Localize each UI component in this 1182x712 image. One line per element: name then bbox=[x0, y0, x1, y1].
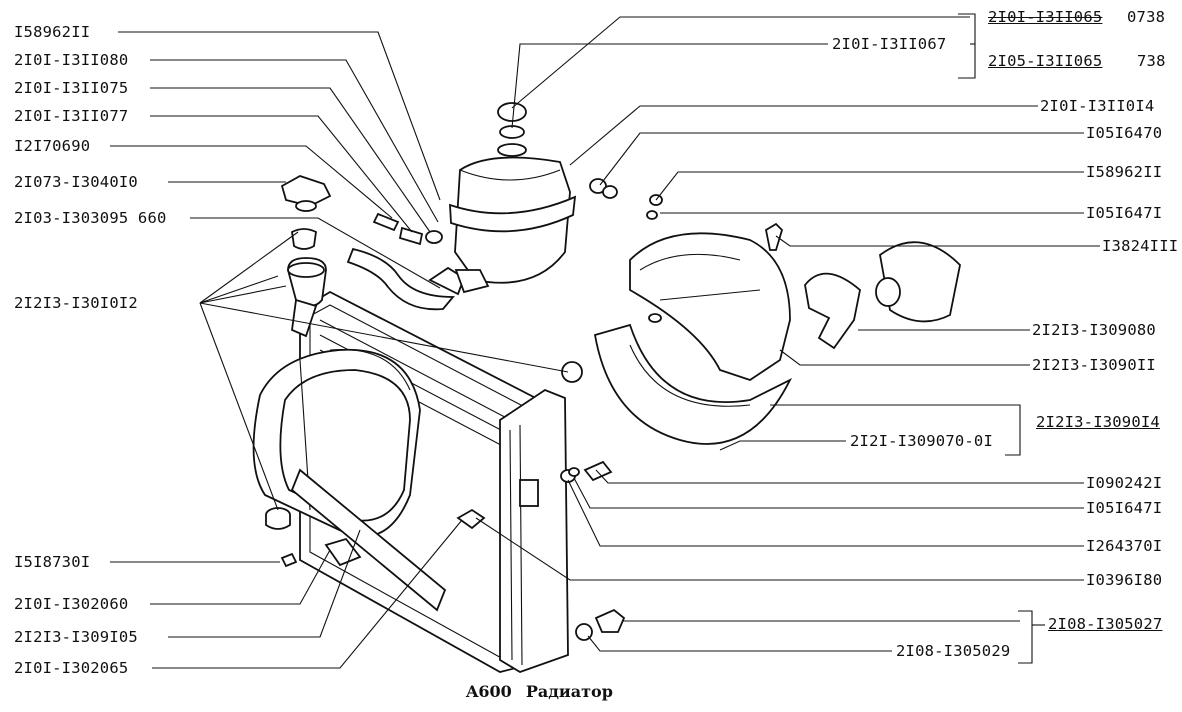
right-fan-shroud-lower bbox=[593, 313, 793, 445]
spacer-bushing bbox=[265, 507, 291, 530]
label-1264370I: I264370I bbox=[1086, 537, 1163, 555]
label-21073-1304010: 2I073-I3040I0 bbox=[14, 173, 138, 191]
label-2101-1302060: 2I0I-I302060 bbox=[14, 595, 129, 613]
label-1051647I-top: I05I647I bbox=[1086, 204, 1163, 222]
label-158962II-top: I58962II bbox=[14, 23, 91, 41]
expansion-tank-cap bbox=[497, 102, 527, 139]
label-21213-1301012: 2I2I3-I30I0I2 bbox=[14, 294, 138, 312]
label-2105-1311065-qty: 738 bbox=[1137, 52, 1166, 70]
label-2101-1311065: 2I0I-I3II065 bbox=[988, 8, 1103, 26]
screw-1382411 bbox=[764, 222, 784, 251]
bolt-1090242I bbox=[560, 460, 613, 483]
diagram-caption: A600 Радиатор bbox=[466, 682, 627, 701]
label-10516470: I05I6470 bbox=[1086, 124, 1163, 142]
label-21213-13090II: 2I2I3-I3090II bbox=[1032, 356, 1156, 374]
diagram-code: A600 bbox=[466, 682, 512, 701]
label-2101-1311080: 2I0I-I3II080 bbox=[14, 51, 129, 69]
label-2105-1311065: 2I05-I3II065 bbox=[988, 52, 1103, 70]
fan-motor bbox=[875, 241, 961, 323]
label-2121-1309070: 2I2I-I309070-0I bbox=[850, 432, 993, 450]
plug-cup bbox=[291, 228, 317, 250]
label-1051647I-bot: I05I647I bbox=[1086, 499, 1163, 517]
label-2101-1311077: 2I0I-I3II077 bbox=[14, 107, 129, 125]
label-2103-1303095: 2I03-I303095 660 bbox=[14, 209, 167, 227]
coolant-hose bbox=[346, 247, 490, 311]
radiator-cap bbox=[280, 175, 332, 212]
label-21213-13090I4: 2I2I3-I3090I4 bbox=[1036, 413, 1160, 431]
motor-bracket bbox=[804, 272, 861, 350]
label-10396I80: I0396I80 bbox=[1086, 571, 1163, 589]
label-2101-1302065: 2I0I-I302065 bbox=[14, 659, 129, 677]
label-2101-131014: 2I0I-I3II0I4 bbox=[1040, 97, 1155, 115]
label-1382411I: I3824III bbox=[1102, 237, 1179, 255]
label-2101-1311067: 2I0I-I3II067 bbox=[832, 35, 947, 53]
nut-158962II bbox=[646, 194, 663, 220]
label-1090242I: I090242I bbox=[1086, 474, 1163, 492]
nut-10516470 bbox=[589, 178, 618, 199]
diagram-title: Радиатор bbox=[525, 682, 613, 701]
right-fan-shroud-upper bbox=[629, 232, 791, 381]
label-12170690: I2I70690 bbox=[14, 137, 91, 155]
label-2108-1305029: 2I08-I305029 bbox=[896, 642, 1011, 660]
tank-fasteners bbox=[372, 212, 443, 246]
label-21213-1309105: 2I2I3-I309I05 bbox=[14, 628, 138, 646]
label-1518730I: I5I8730I bbox=[14, 553, 91, 571]
bolt-1518730 bbox=[280, 552, 298, 568]
label-21213-1309080: 2I2I3-I309080 bbox=[1032, 321, 1156, 339]
leader-lines bbox=[110, 13, 1100, 669]
bracket-2101-1302060 bbox=[324, 537, 362, 567]
radiator-filler-neck bbox=[287, 257, 327, 338]
label-2101-1311065-qty: 0738 bbox=[1127, 8, 1166, 26]
radiator-right-tank bbox=[499, 388, 569, 673]
strap-2101-1302065 bbox=[290, 468, 447, 612]
label-158962II-right: I58962II bbox=[1086, 163, 1163, 181]
label-2101-1311075: 2I0I-I3II075 bbox=[14, 79, 129, 97]
expansion-tank bbox=[449, 143, 577, 284]
plug-2108-1305027 bbox=[575, 608, 626, 641]
bushing-10396I80 bbox=[456, 361, 583, 530]
label-2108-1305027: 2I08-I305027 bbox=[1048, 615, 1163, 633]
